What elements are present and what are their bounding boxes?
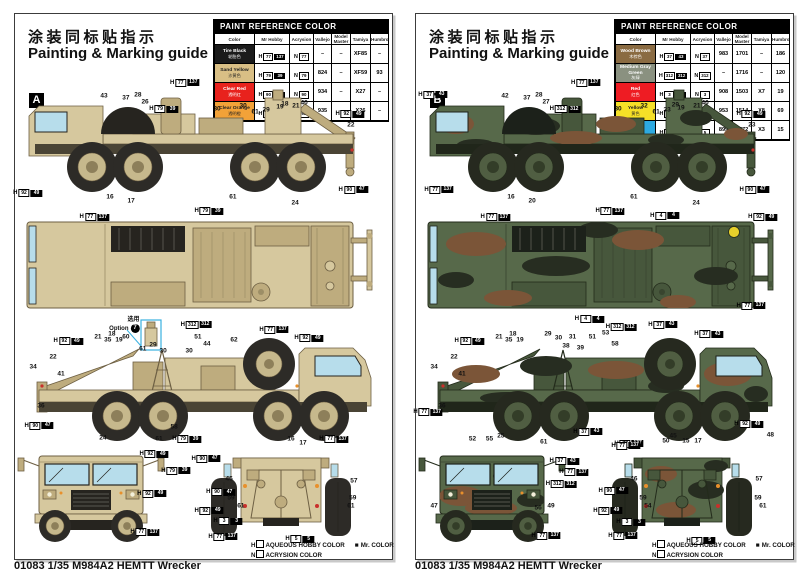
top-view [427, 221, 774, 309]
variant-badge-a: A [29, 93, 44, 108]
sheet-title-zh: 涂装同标贴指示 [429, 29, 559, 46]
side-view-cab-right [437, 338, 773, 441]
number-placeholder-box [657, 540, 666, 548]
number-placeholder-box [657, 550, 666, 558]
sheet-title-en: Painting & Marking guide [429, 45, 610, 62]
mr-color-bullet: ■ [755, 542, 760, 549]
paint-table-title: PAINT REFERENCE COLOR [615, 20, 789, 33]
number-placeholder-box [256, 540, 265, 548]
vehicle-illustrations [17, 89, 373, 542]
vehicle-illustrations [418, 89, 774, 542]
humbrol-cell: – [370, 101, 389, 122]
paint-table-column: Model Master [732, 32, 752, 46]
paint-table-column: Humbrol [370, 32, 389, 46]
paint-table-column: Humbrol [771, 32, 790, 46]
side-view-cab-left [429, 89, 757, 192]
side-view-cab-right [36, 338, 372, 441]
paint-table-title: PAINT REFERENCE COLOR [214, 20, 388, 33]
instruction-sheet-b: 涂装同标贴指示 Painting & Marking guide B PAINT… [413, 13, 795, 560]
sheet-title-zh: 涂装同标贴指示 [28, 29, 158, 46]
paint-table-column: Vallejo [313, 32, 332, 46]
top-view [26, 221, 373, 309]
rear-view [612, 457, 752, 536]
option-part-box [126, 319, 162, 351]
mr-color-bullet: ■ [354, 542, 359, 549]
paint-table-column: Color [214, 32, 255, 46]
sheet-title-en: Painting & Marking guide [28, 45, 209, 62]
front-view [17, 455, 165, 542]
paint-table-column: Mr Hobby [254, 32, 290, 46]
front-view [418, 455, 566, 542]
humbrol-cell: 15 [771, 120, 790, 141]
paint-table-column: Model Master [331, 32, 351, 46]
kit-footer: 01083 1/35 M984A2 HEMTT Wrecker [14, 560, 201, 572]
number-placeholder-box [256, 550, 265, 558]
paint-table-column: Vallejo [714, 32, 733, 46]
kit-footer: 01083 1/35 M984A2 HEMTT Wrecker [415, 560, 602, 572]
side-view-cab-left [28, 89, 356, 192]
instruction-sheet-a: 涂装同标贴指示 Painting & Marking guide A PAINT… [13, 13, 394, 560]
rear-view [211, 457, 351, 536]
